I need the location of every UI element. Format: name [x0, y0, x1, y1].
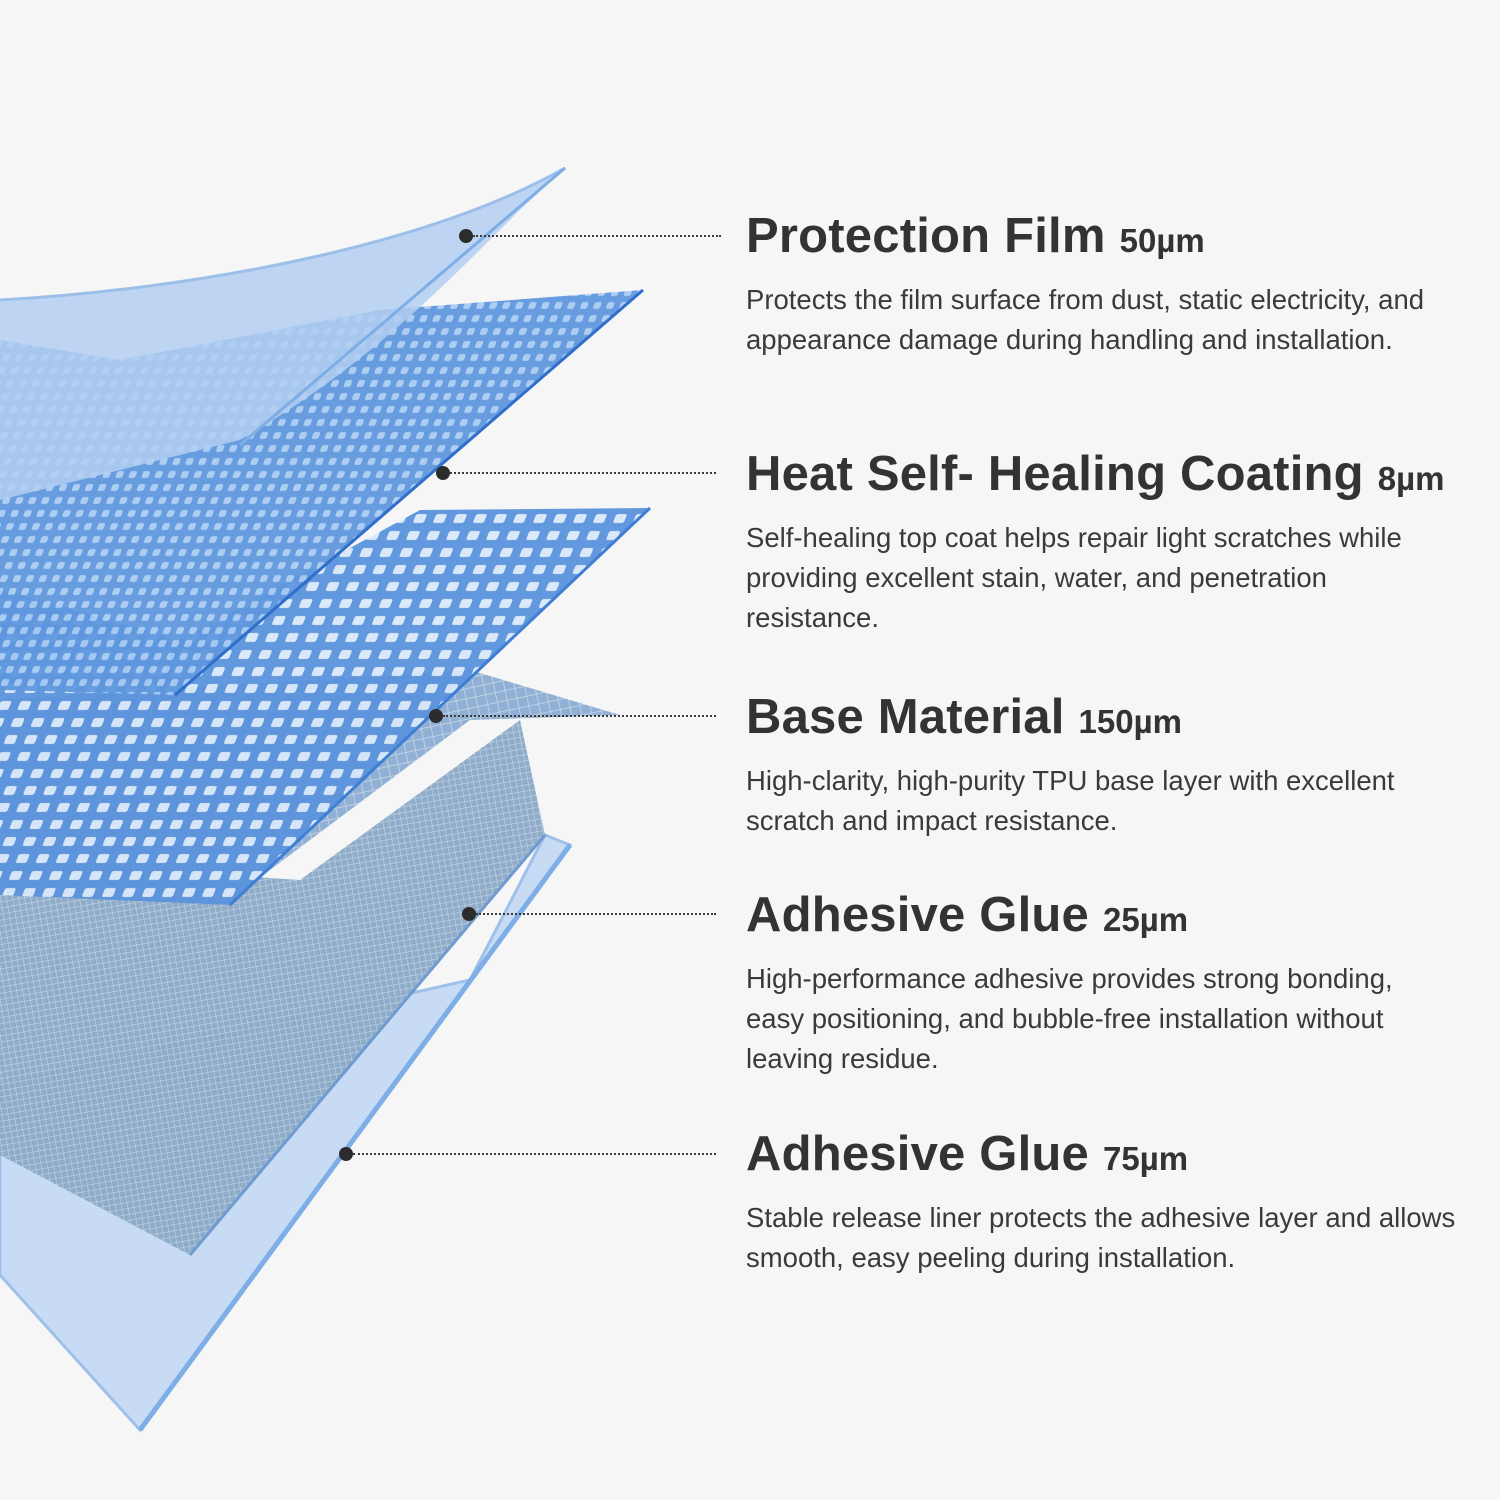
film-layers-illustration [0, 166, 652, 1433]
layer-description: Protects the film surface from dust, sta… [746, 284, 1425, 355]
layer-info-adhesive-glue-75: Adhesive Glue 75µm Stable release liner … [746, 1126, 1466, 1278]
connector-dot [462, 907, 476, 921]
connector-dot [339, 1147, 353, 1161]
connector-base-material [429, 706, 716, 726]
layer-description: Self-healing top coat helps repair light… [746, 522, 1402, 633]
layer-thickness: 25µm [1103, 901, 1189, 938]
layer-description: Stable release liner protects the adhesi… [746, 1202, 1456, 1273]
dotted-line [473, 235, 721, 237]
layer-description: High-clarity, high-purity TPU base layer… [746, 765, 1395, 836]
protection-film-edge [0, 166, 566, 302]
layer-info-adhesive-glue-25: Adhesive Glue 25µm High-performance adhe… [746, 887, 1466, 1079]
connector-dot [429, 709, 443, 723]
dotted-line [443, 715, 716, 717]
layer-name: Adhesive Glue [746, 888, 1089, 942]
protection-film-side-edge [239, 166, 566, 447]
connector-adhesive-glue-25 [462, 904, 716, 924]
layer-name: Adhesive Glue [746, 1127, 1089, 1181]
layer-name: Heat Self- Healing Coating [746, 447, 1364, 501]
layer-title: Heat Self- Healing Coating 8µm [746, 446, 1466, 502]
layer-title: Protection Film 50µm [746, 208, 1466, 264]
layer-thickness: 75µm [1103, 1140, 1189, 1177]
protection-film-layer [0, 168, 565, 500]
layer-title: Adhesive Glue 75µm [746, 1126, 1466, 1182]
connector-healing-coating [436, 463, 716, 483]
connector-adhesive-glue-75 [339, 1144, 716, 1164]
layer-title: Adhesive Glue 25µm [746, 887, 1466, 943]
layer-name: Base Material [746, 690, 1065, 744]
base-material-layer [0, 508, 650, 905]
dotted-line [476, 913, 716, 915]
layer-thickness: 150µm [1078, 703, 1182, 740]
connector-protection-film [459, 226, 721, 246]
dotted-line [353, 1153, 716, 1155]
release-liner-edge [137, 843, 573, 1432]
base-material-edge [228, 506, 652, 907]
layer-info-healing-coating: Heat Self- Healing Coating 8µm Self-heal… [746, 446, 1466, 638]
layer-thickness: 8µm [1377, 460, 1445, 497]
layer-title: Base Material 150µm [746, 689, 1466, 745]
layer-thickness: 50µm [1119, 222, 1205, 259]
connector-dot [459, 229, 473, 243]
connector-dot [436, 466, 450, 480]
adhesive-glue-layer [0, 720, 545, 1255]
layer-info-protection-film: Protection Film 50µm Protects the film s… [746, 208, 1466, 360]
layer-name: Protection Film [746, 209, 1106, 263]
layer-description: High-performance adhesive provides stron… [746, 963, 1393, 1074]
adhesive-glue-edge [188, 834, 547, 1256]
dotted-line [450, 472, 716, 474]
healing-coating-edge [174, 288, 644, 697]
layer-info-base-material: Base Material 150µm High-clarity, high-p… [746, 689, 1466, 841]
